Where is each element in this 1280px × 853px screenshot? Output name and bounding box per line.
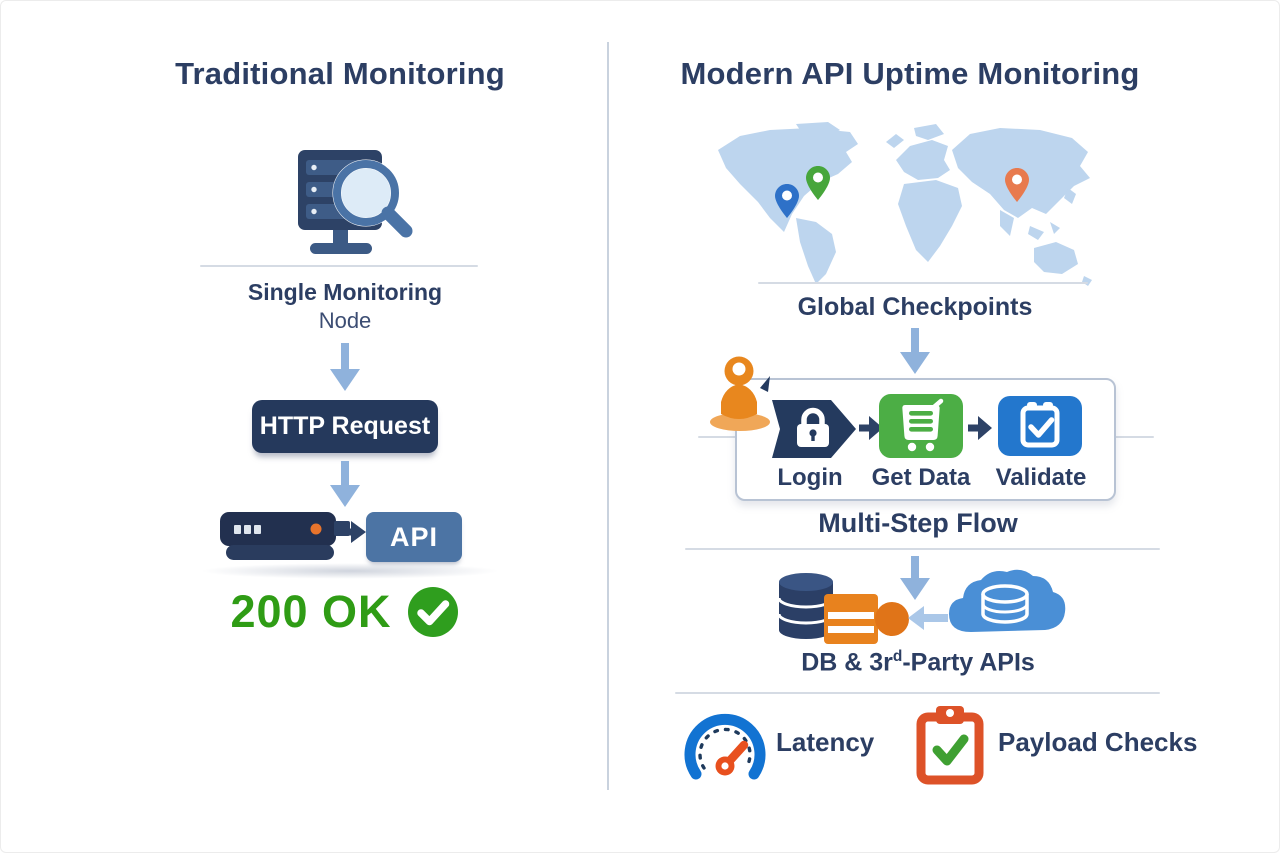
map-rule	[758, 282, 1088, 284]
map-pin-orange-icon	[1005, 168, 1029, 202]
flow-left-connector	[698, 436, 736, 438]
map-pin-green-icon	[806, 166, 830, 200]
down-arrow-icon	[330, 343, 360, 391]
continent-north-america	[718, 128, 858, 232]
right-arrow-icon	[340, 521, 366, 543]
status-code: 200 OK	[230, 586, 392, 637]
http-request-badge: HTTP Request	[252, 400, 438, 453]
status-row: 200 OK	[120, 585, 570, 639]
monitoring-server-icon	[298, 150, 413, 254]
step-arrow-icon	[859, 416, 883, 440]
flow-right-connector	[1112, 436, 1154, 438]
user-pin-icon	[710, 356, 770, 431]
down-arrow-icon	[900, 556, 930, 600]
continent-new-zealand	[1082, 276, 1092, 286]
continent-greenland	[796, 122, 840, 138]
cloud-database-icon	[949, 569, 1066, 632]
node-caption-line2: Node	[318, 308, 372, 333]
step-label-validate: Validate	[995, 464, 1087, 491]
continent-europe	[896, 140, 950, 180]
latency-label: Latency	[776, 727, 875, 757]
flow-rule	[685, 548, 1160, 550]
integrations-caption: DB & 3rd-Party APIs	[801, 648, 1035, 677]
world-map	[718, 122, 1092, 286]
down-arrow-icon	[900, 328, 930, 374]
map-pin-blue-icon	[775, 184, 799, 218]
left-arrow-icon	[908, 606, 948, 630]
get-data-step-icon	[879, 394, 963, 458]
step-label-login: Login	[777, 464, 843, 491]
payload-checks-label: Payload Checks	[998, 727, 1198, 757]
http-request-label: HTTP Request	[259, 412, 431, 440]
validate-step-icon	[998, 396, 1082, 456]
continent-australia	[1034, 242, 1078, 274]
api-badge: API	[366, 512, 462, 562]
flow-caption: Multi-Step Flow	[818, 508, 1018, 538]
continent-africa	[898, 180, 962, 262]
device-row-shadow	[200, 563, 500, 579]
center-divider	[607, 42, 609, 790]
payload-clipboard-icon	[916, 706, 984, 785]
latency-gauge-icon	[684, 713, 766, 780]
continent-south-america	[796, 218, 836, 284]
node-caption-line1: Single Monitoring	[247, 279, 443, 305]
metrics-rule	[675, 692, 1160, 694]
left-panel-title: Traditional Monitoring	[175, 56, 505, 91]
right-panel-title: Modern API Uptime Monitoring	[680, 56, 1140, 91]
multi-step-flow-box: Login Get Data Validate	[735, 378, 1116, 501]
probe-device-icon	[220, 512, 350, 560]
map-caption: Global Checkpoints	[797, 293, 1033, 321]
success-check-icon	[407, 587, 458, 637]
login-step-icon	[772, 400, 856, 458]
api-label: API	[389, 521, 438, 552]
left-section-rule	[200, 265, 478, 267]
step-arrow-icon	[968, 416, 992, 440]
connector-plug-icon	[824, 594, 909, 644]
down-arrow-icon	[330, 461, 360, 507]
step-label-get-data: Get Data	[871, 464, 971, 491]
